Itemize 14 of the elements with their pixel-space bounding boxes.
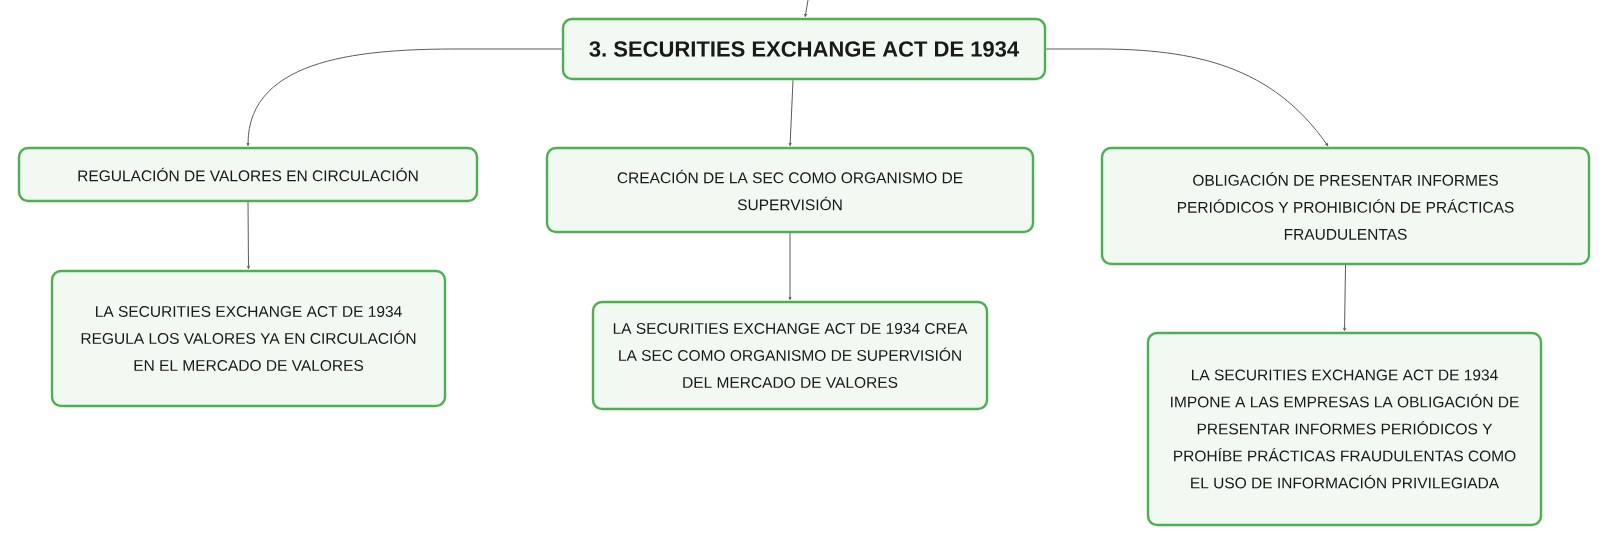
arrow [804, 0, 809, 18]
arrow [1045, 48, 1329, 147]
arrow [1343, 264, 1346, 332]
note-box: LA SECURITIES EXCHANGE ACT DE 1934 CREA LA SEC COMO ORGANISMO DE SUPERVISIÓN DEL MERCADO DE VALORES [591, 300, 989, 411]
root-topic-box: 3. SECURITIES EXCHANGE ACT DE 1934 [561, 17, 1047, 81]
arrow [247, 201, 250, 270]
topic-box: REGULACIÓN DE VALORES EN CIRCULACIÓN [17, 146, 479, 203]
topic-box: CREACIÓN DE LA SEC COMO ORGANISMO DE SUPERVISIÓN [545, 146, 1035, 234]
arrow [788, 79, 794, 147]
arrow [246, 48, 563, 147]
topic-box: OBLIGACIÓN DE PRESENTAR INFORMES PERIÓDICOS Y PROHIBICIÓN DE PRÁCTICAS FRAUDULENTAS [1100, 146, 1591, 266]
note-box: LA SECURITIES EXCHANGE ACT DE 1934 IMPONE A LAS EMPRESAS LA OBLIGACIÓN DE PRESENTAR INFORMES PERIÓDICOS Y PROHÍBE PRÁCTICAS FRAUDULENTAS COMO EL USO DE INFORMACIÓN PRIVILEGIADA [1146, 331, 1543, 527]
note-box: LA SECURITIES EXCHANGE ACT DE 1934 REGULA LOS VALORES YA EN CIRCULACIÓN EN EL MERCADO DE VALORES [50, 269, 447, 408]
arrow [788, 232, 792, 301]
